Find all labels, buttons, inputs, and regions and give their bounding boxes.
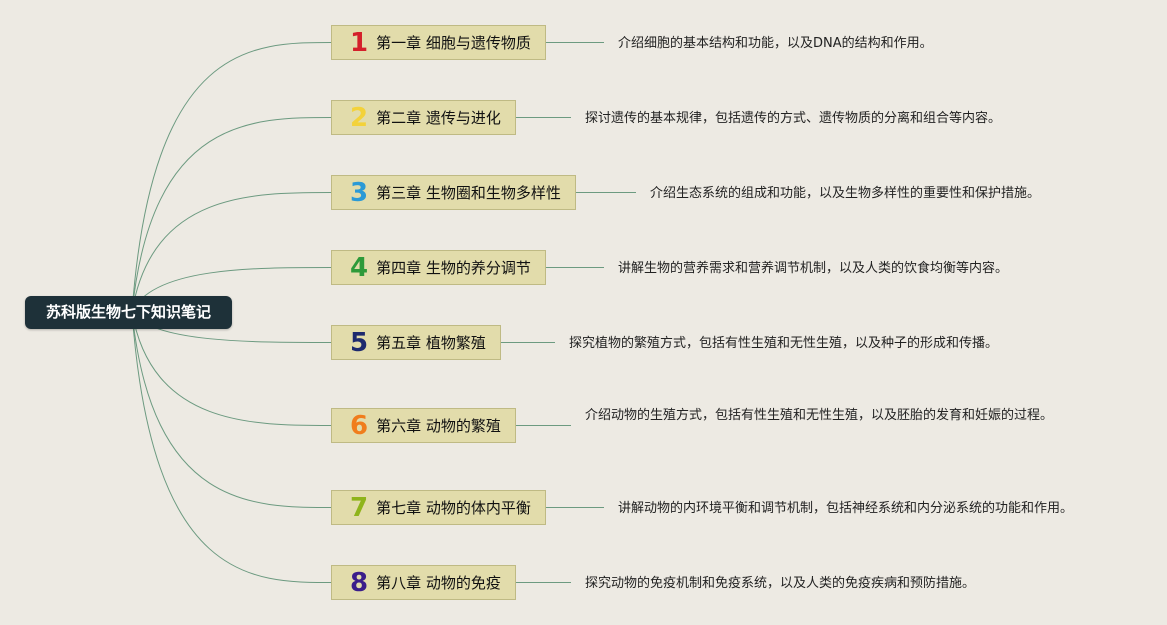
chapter-title: 第六章 动物的繁殖 (376, 417, 501, 435)
chapter-title: 第二章 遗传与进化 (376, 109, 501, 127)
chapter-node-5[interactable]: 5 第五章 植物繁殖 (331, 325, 501, 360)
chapter-number: 2 (350, 102, 369, 133)
chapter-node-1[interactable]: 1 第一章 细胞与遗传物质 (331, 25, 546, 60)
chapter-number: 7 (350, 492, 369, 523)
branch-line (131, 311, 332, 583)
chapter-title: 第四章 生物的养分调节 (376, 259, 531, 277)
chapter-number: 6 (350, 410, 369, 441)
chapter-node-3[interactable]: 3 第三章 生物圈和生物多样性 (331, 175, 576, 210)
branch-line (131, 117, 332, 313)
chapter-description: 讲解生物的营养需求和营养调节机制，以及人类的饮食均衡等内容。 (618, 261, 1009, 276)
chapter-node-4[interactable]: 4 第四章 生物的养分调节 (331, 250, 546, 285)
chapter-number: 3 (350, 177, 369, 208)
chapter-description: 探究植物的繁殖方式，包括有性生殖和无性生殖，以及种子的形成和传播。 (569, 336, 999, 351)
chapter-description: 讲解动物的内环境平衡和调节机制，包括神经系统和内分泌系统的功能和作用。 (618, 501, 1074, 516)
chapter-node-8[interactable]: 8 第八章 动物的免疫 (331, 565, 516, 600)
chapter-node-7[interactable]: 7 第七章 动物的体内平衡 (331, 490, 546, 525)
chapter-title: 第一章 细胞与遗传物质 (376, 34, 531, 52)
chapter-number: 8 (350, 567, 369, 598)
chapter-description: 介绍生态系统的组成和功能，以及生物多样性的重要性和保护措施。 (650, 186, 1041, 201)
chapter-title: 第七章 动物的体内平衡 (376, 499, 531, 517)
chapter-number: 5 (350, 327, 369, 358)
chapter-node-6[interactable]: 6 第六章 动物的繁殖 (331, 408, 516, 443)
chapter-title: 第五章 植物繁殖 (376, 334, 486, 352)
branch-line (131, 42, 332, 313)
chapter-node-2[interactable]: 2 第二章 遗传与进化 (331, 100, 516, 135)
chapter-number: 4 (350, 252, 369, 283)
root-node[interactable]: 苏科版生物七下知识笔记 (25, 296, 232, 329)
chapter-description: 介绍细胞的基本结构和功能，以及DNA的结构和作用。 (618, 36, 933, 51)
chapter-description: 探讨遗传的基本规律，包括遗传的方式、遗传物质的分离和组合等内容。 (585, 111, 1002, 126)
branch-line (131, 311, 332, 426)
chapter-title: 第三章 生物圈和生物多样性 (376, 184, 561, 202)
branch-line (131, 311, 332, 508)
chapter-number: 1 (350, 27, 369, 58)
branch-line (131, 192, 332, 313)
chapter-title: 第八章 动物的免疫 (376, 574, 501, 592)
chapter-description: 介绍动物的生殖方式，包括有性生殖和无性生殖，以及胚胎的发育和妊娠的过程。 (585, 408, 1054, 423)
chapter-description: 探究动物的免疫机制和免疫系统，以及人类的免疫疾病和预防措施。 (585, 576, 976, 591)
